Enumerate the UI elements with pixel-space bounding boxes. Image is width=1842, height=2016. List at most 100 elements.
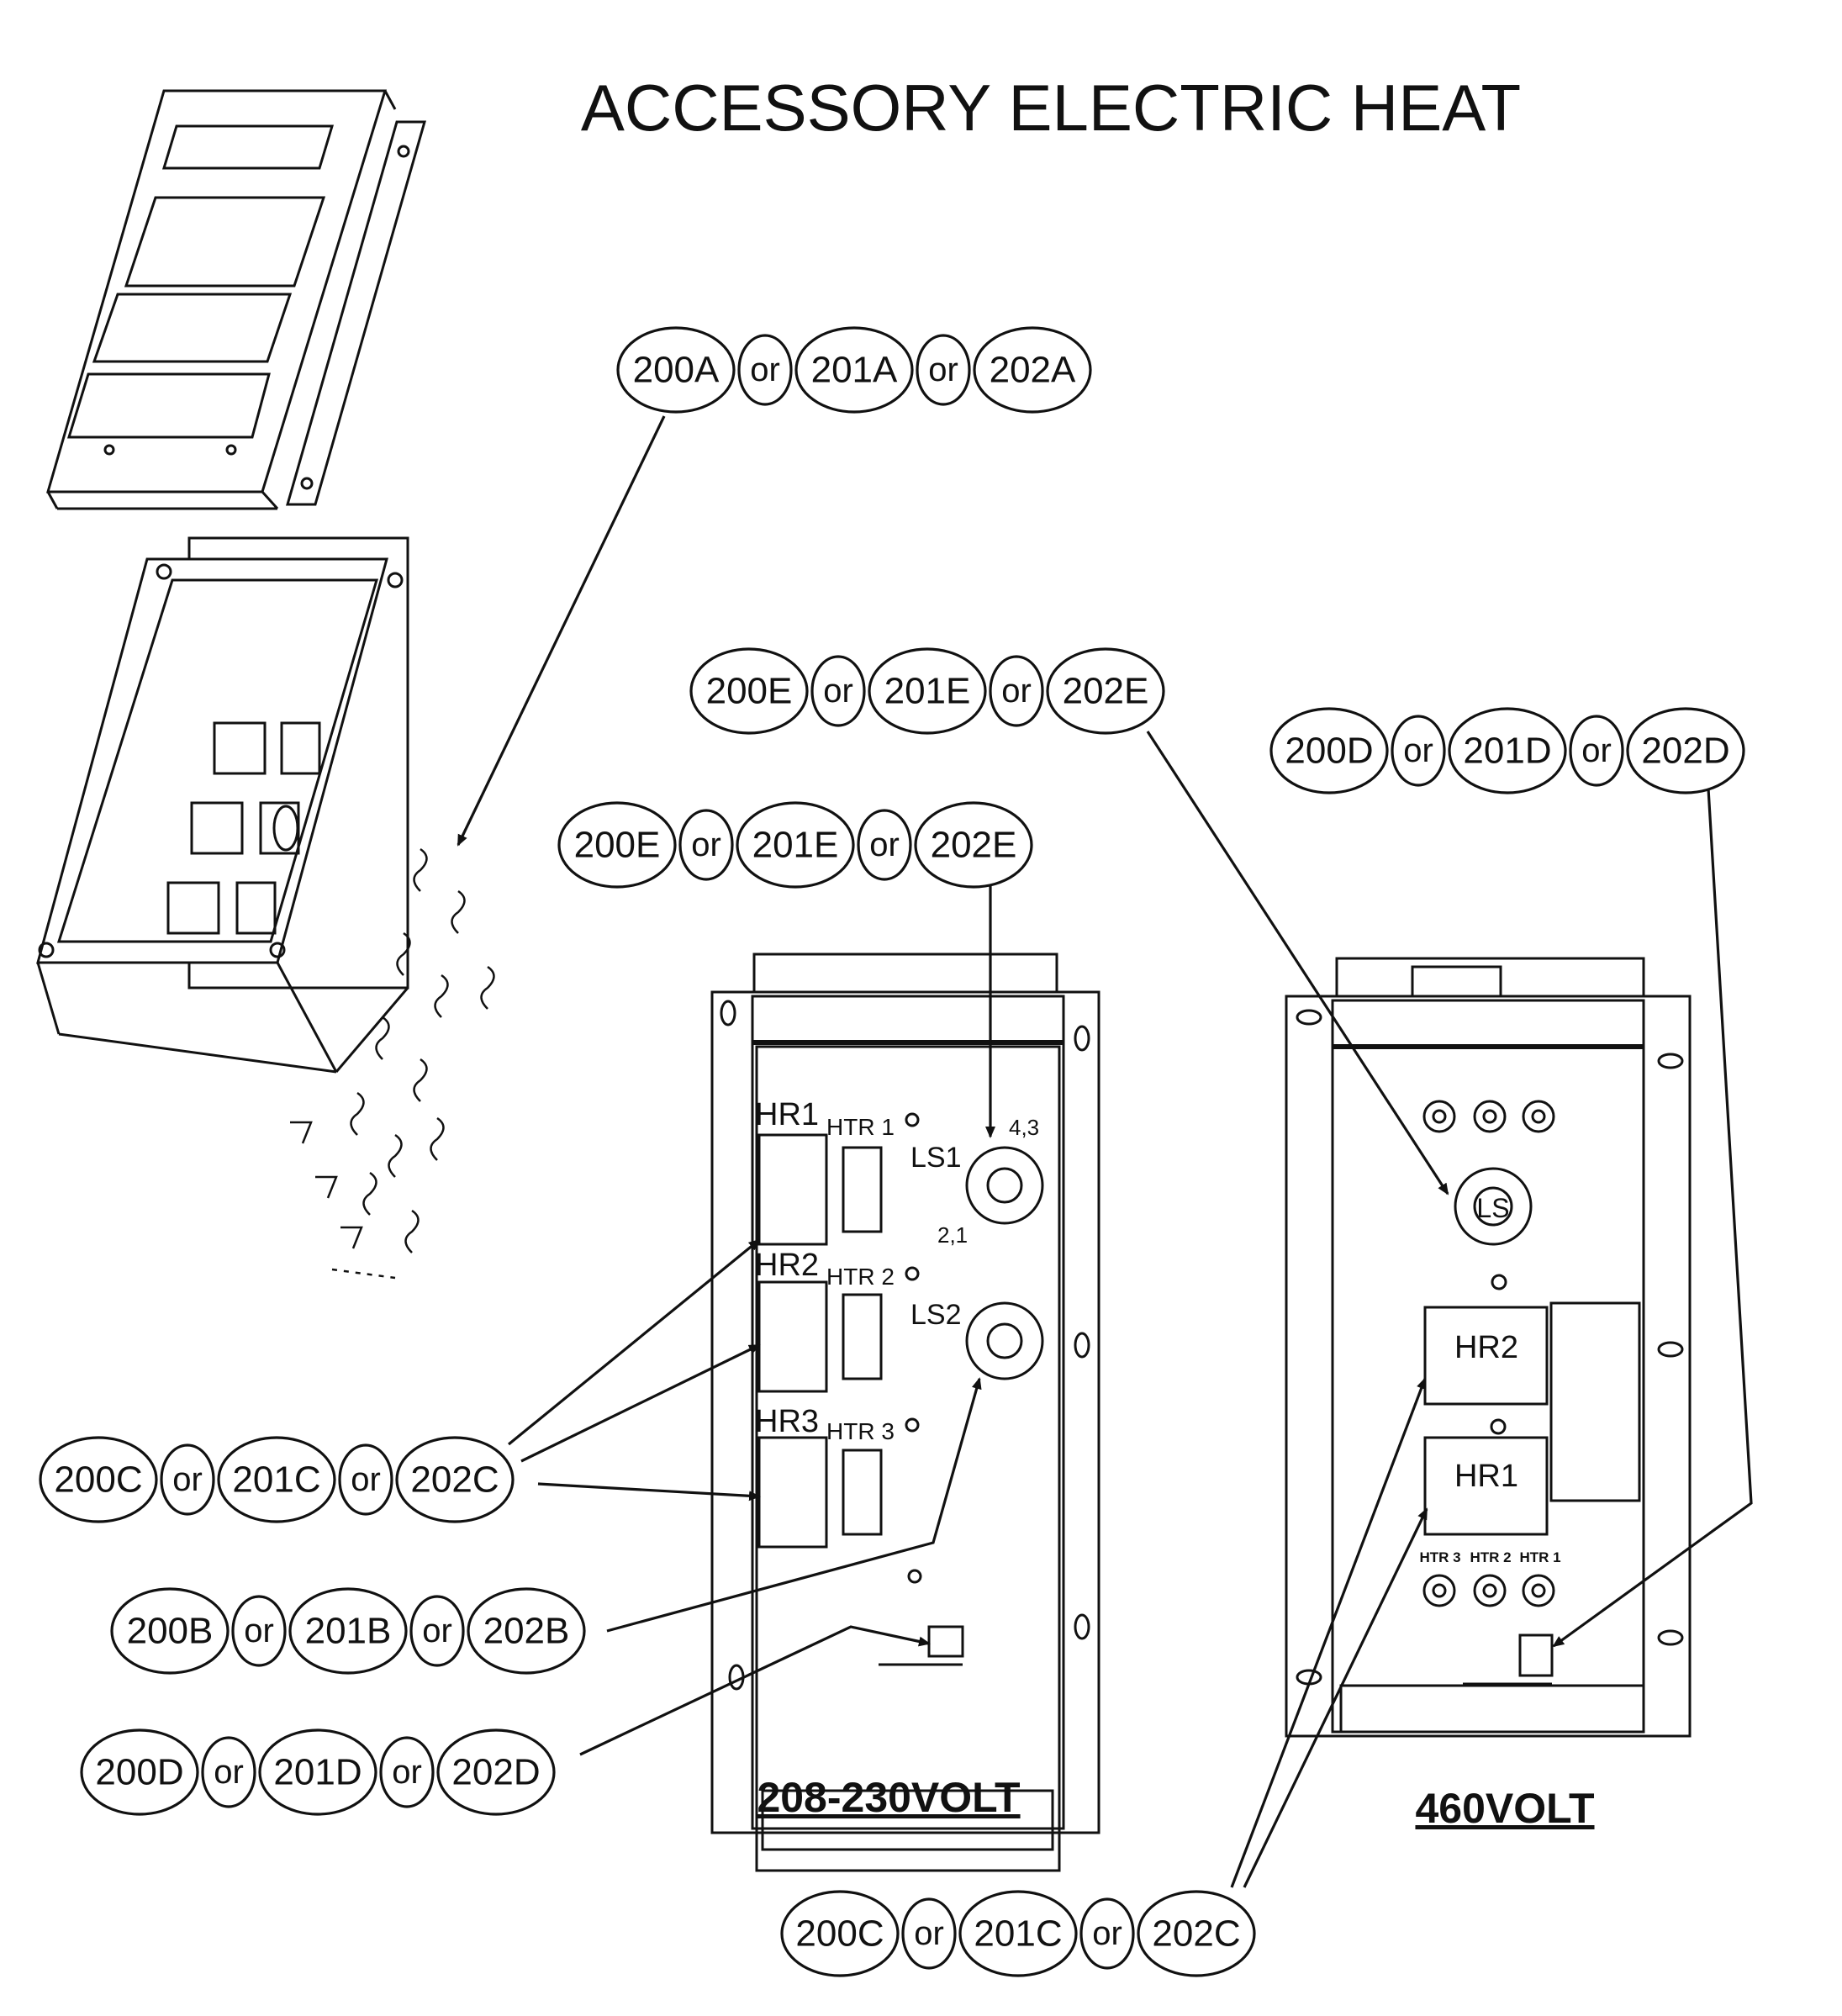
heater-label-htr1: HTR 1 [826,1114,895,1140]
callout-or-bubble [1569,715,1624,787]
callout-part-bubble [868,647,987,735]
terminal [1522,1574,1555,1607]
callout-part-label: 201E [752,825,839,866]
callout-part-bubble [1626,707,1745,794]
callout-or-label: or [869,826,900,863]
callout-or-bubble [1079,1897,1135,1970]
mount-hole [1657,1341,1684,1358]
callout-or-label: or [691,826,721,863]
callout-part-bubble [1046,647,1165,735]
callout-or-bubble [338,1443,393,1516]
callout-or-bubble [201,1736,256,1808]
callout-part-label: 202A [990,350,1076,391]
leader-lines [457,415,1753,1888]
terminal [1422,1100,1456,1133]
callout-part-bubble [794,326,914,414]
limit-switch-label-ls: LS [1476,1193,1509,1223]
mount-hole [1296,1009,1322,1026]
callout-or-bubble [857,809,912,881]
terminal [1473,1574,1507,1607]
callout-part-label: 201D [1463,731,1551,772]
callout-part-label: 201D [273,1752,362,1793]
high-voltage-panel-labels: LS HR2 HR1 HTR 3 HTR 2 HTR 1 [1419,1193,1560,1565]
callout-part-label: 200C [795,1913,884,1955]
callout-part-label: 202D [1641,731,1729,772]
terminal-label-21: 2,1 [937,1222,968,1248]
callout-part-bubble [689,647,809,735]
heater-block-2 [842,1293,883,1380]
callout-or-label: or [750,351,780,388]
low-voltage-panel-labels: HR1 HR2 HR3 HTR 1 HTR 2 HTR 3 LS1 LS2 4,… [755,1097,1039,1444]
high-voltage-caption: 460VOLT [1415,1785,1594,1832]
callout-part-label: 201A [811,350,898,391]
callout-part-label: 202C [1152,1913,1240,1955]
mount-hole [1074,1332,1090,1359]
heater-block-1 [842,1146,883,1233]
relay-hr1 [1423,1436,1549,1536]
callout-part-bubble [436,1728,556,1816]
mount-hole [1657,1629,1684,1646]
callout-part-bubble [914,801,1033,889]
heater-box [36,536,409,1074]
callout-part-label: 200E [574,825,661,866]
callout-or-bubble [916,334,971,406]
callout-part-label: 201C [974,1913,1062,1955]
callout-part-bubble [616,326,736,414]
callout-part-bubble [467,1587,586,1675]
callout-part-label: 200D [95,1752,183,1793]
bracket [1518,1633,1554,1677]
diagram-title: ACCESSORY ELECTRIC HEAT [581,71,1521,145]
callout-or-bubble [989,655,1044,727]
callout-part-label: 200C [54,1459,142,1501]
callout-or-label: or [1001,673,1032,710]
callout-or-bubble [379,1736,435,1808]
callout-or-label: or [172,1461,203,1498]
terminal-label-43: 4,3 [1009,1115,1039,1140]
callout-part-label: 202E [931,825,1017,866]
high-voltage-panel [1285,957,1692,1738]
mount-hole [1074,1613,1090,1640]
relay-label-hr3: HR3 [755,1404,819,1439]
low-voltage-caption: 208-230VOLT [757,1774,1020,1821]
callout-part-label: 201C [232,1459,320,1501]
relay-hr1 [757,1133,828,1246]
callout-or-bubble [810,655,866,727]
callout-or-label: or [1403,732,1433,769]
callout-or-bubble [1391,715,1446,787]
callout-part-label: 200E [706,671,793,712]
mount-hole [720,1000,736,1026]
relay-label-hr2: HR2 [1454,1330,1518,1365]
callout-or-bubble [901,1897,957,1970]
mount-hole [1074,1025,1090,1052]
relay-hr2 [1423,1306,1549,1406]
heater-label-htr2: HTR 2 [1470,1549,1511,1565]
callout-part-label: 201E [884,671,971,712]
callout-part-bubble [288,1587,408,1675]
mount-hole [1657,1053,1684,1069]
heater-label-htr3: HTR 3 [1419,1549,1460,1565]
callout-part-bubble [80,1728,199,1816]
callout-or-label: or [823,673,853,710]
callout-or-label: or [351,1461,381,1498]
callout-or-bubble [231,1595,287,1667]
callout-part-bubble [395,1436,515,1523]
callout-c-bottom: 200C or 201C or 202C [780,1890,1256,1977]
callout-or-label: or [214,1754,244,1791]
callout-part-label: 202B [483,1611,570,1652]
relay-label-hr1: HR1 [755,1097,819,1132]
callout-or-label: or [392,1754,422,1791]
heater-label-htr1: HTR 1 [1519,1549,1560,1565]
relay-label-hr2: HR2 [755,1248,819,1283]
callout-or-label: or [914,1915,944,1952]
callout-part-label: 200B [127,1611,214,1652]
heater-label-htr3: HTR 3 [826,1418,895,1444]
callout-or-label: or [1092,1915,1122,1952]
callout-e-mid: 200E or 201E or 202E [557,801,1033,889]
limit-switch-ls1 [965,1146,1044,1225]
callout-or-bubble [678,809,734,881]
heating-coils [290,847,495,1280]
